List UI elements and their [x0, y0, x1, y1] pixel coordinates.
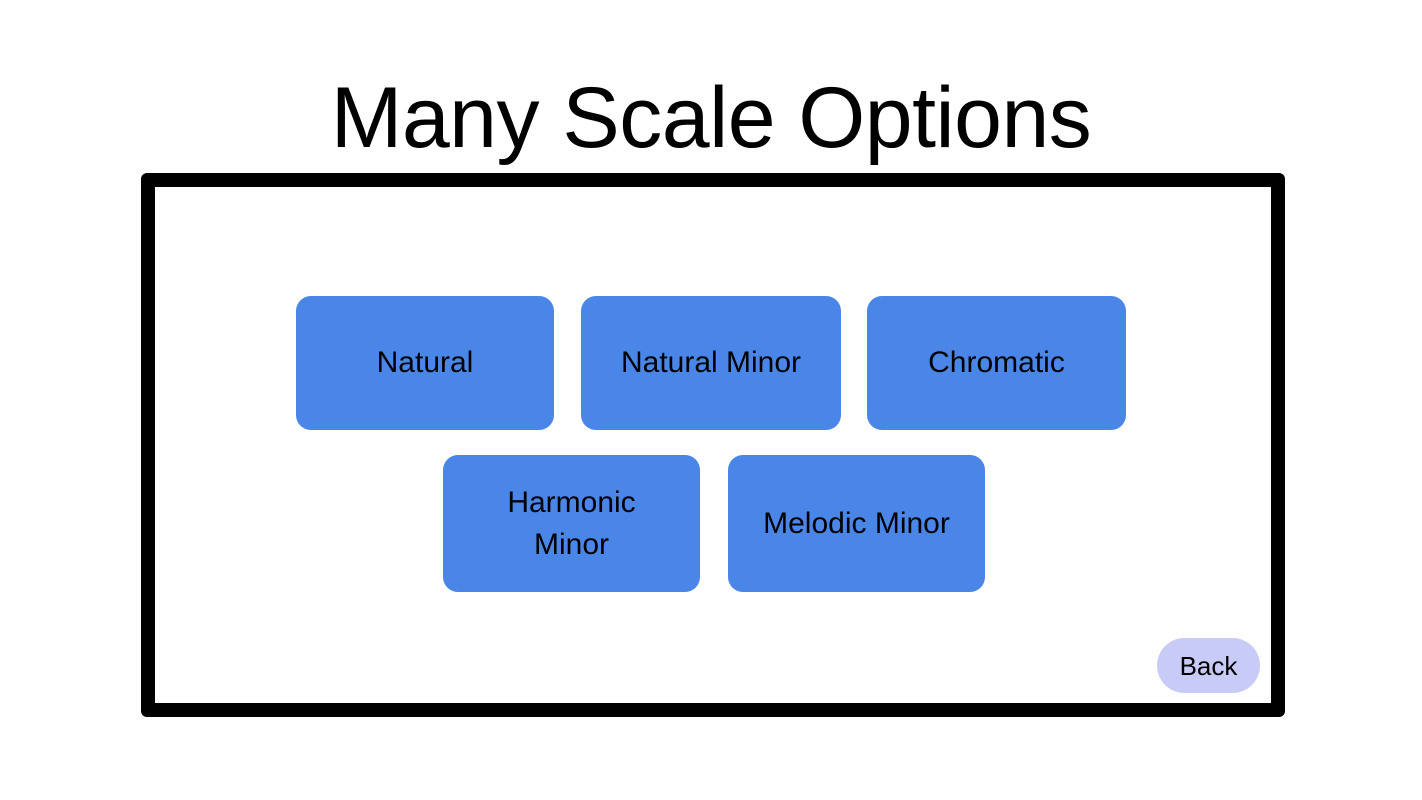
- scale-button-natural[interactable]: Natural: [296, 296, 554, 430]
- scale-button-melodic-minor[interactable]: Melodic Minor: [728, 455, 985, 592]
- scale-options-panel: Natural Natural Minor Chromatic Harmonic…: [141, 173, 1285, 717]
- back-button[interactable]: Back: [1157, 638, 1260, 693]
- scale-button-harmonic-minor[interactable]: Harmonic Minor: [443, 455, 700, 592]
- scale-button-chromatic[interactable]: Chromatic: [867, 296, 1126, 430]
- scale-button-natural-minor[interactable]: Natural Minor: [581, 296, 841, 430]
- panel-content-area: Natural Natural Minor Chromatic Harmonic…: [155, 187, 1271, 703]
- page-title: Many Scale Options: [330, 69, 1092, 166]
